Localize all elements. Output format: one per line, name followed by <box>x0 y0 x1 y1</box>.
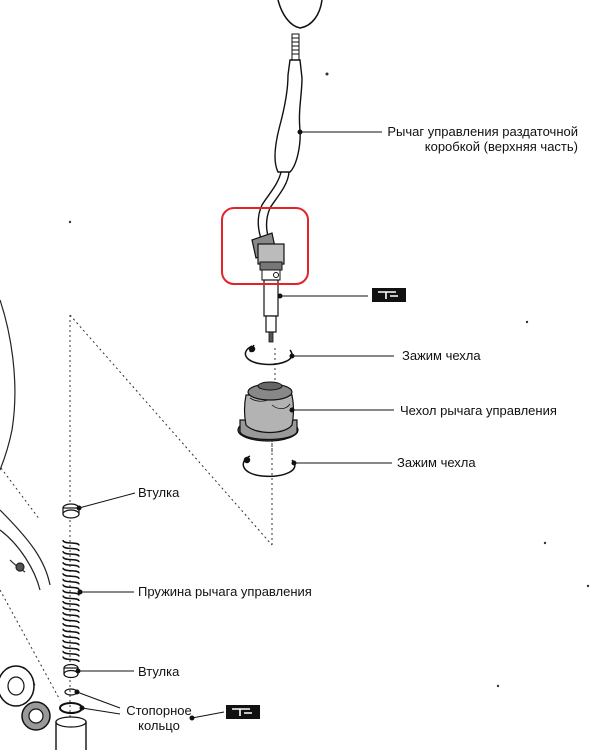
leader-bushing-top <box>78 492 136 509</box>
leader-torque-bottom <box>191 711 225 719</box>
label-boot-clamp-top: Зажим чехла <box>402 348 481 363</box>
bushing-bottom <box>63 663 79 679</box>
spring-coil <box>62 556 80 563</box>
label-lever-boot: Чехол рычага управления <box>400 403 557 418</box>
spring-coil <box>62 611 80 618</box>
transfer-case-housing <box>0 299 51 691</box>
lever-spring <box>62 539 80 663</box>
label-lever-spring: Пружина рычага управления <box>138 584 312 599</box>
label-boot-clamp-bottom: Зажим чехла <box>397 455 476 470</box>
lever-boot <box>237 381 299 442</box>
spring-coil <box>62 545 80 552</box>
label-snap-ring: Стопорное кольцо <box>118 703 200 733</box>
guide-line <box>0 465 41 521</box>
guide-line <box>0 589 61 701</box>
guide-line <box>69 314 273 546</box>
spring-coil <box>62 628 80 635</box>
label-upper-lever-line2: коробкой (верхняя часть) <box>424 139 578 154</box>
spring-coil <box>62 622 80 630</box>
shift-knob <box>277 0 323 29</box>
spring-coil <box>62 584 80 591</box>
spring-coil <box>62 650 80 657</box>
spring-coil <box>62 550 80 557</box>
spring-coil <box>62 539 80 546</box>
spring-coil <box>62 656 80 663</box>
leader-snap-ring-a <box>76 691 121 709</box>
spring-coil <box>62 645 80 652</box>
bushing-top <box>62 503 80 519</box>
label-upper-lever: Рычаг управления раздаточной коробкой (в… <box>370 124 578 154</box>
spring-coil <box>62 567 80 574</box>
torque-spec-icon <box>372 288 406 302</box>
label-snap-ring-line1: Стопорное <box>126 703 192 718</box>
spring-coil <box>62 639 80 646</box>
label-upper-lever-line1: Рычаг управления раздаточной <box>387 124 578 139</box>
spring-coil <box>62 633 80 641</box>
lever-thread <box>291 33 300 61</box>
label-bushing-bottom: Втулка <box>138 664 180 679</box>
spring-coil <box>62 578 80 585</box>
spring-coil <box>62 561 80 569</box>
bearing-parts <box>0 665 51 731</box>
spring-coil <box>62 589 80 596</box>
upper-lever <box>274 59 303 173</box>
lever-joint <box>251 232 285 343</box>
highlight-box <box>221 207 309 285</box>
lever-rod <box>257 171 282 243</box>
torque-spec-icon <box>226 705 260 719</box>
spring-coil <box>62 606 80 613</box>
spring-coil <box>62 595 80 602</box>
label-snap-ring-line2: кольцо <box>138 718 180 733</box>
boot-clamp-top <box>244 344 293 366</box>
boot-clamp-bottom <box>242 455 296 478</box>
snap-ring <box>59 702 83 714</box>
spring-coil <box>62 572 80 580</box>
spring-coil <box>62 617 80 624</box>
spring-coil <box>62 600 80 607</box>
label-bushing-top: Втулка <box>138 485 180 500</box>
